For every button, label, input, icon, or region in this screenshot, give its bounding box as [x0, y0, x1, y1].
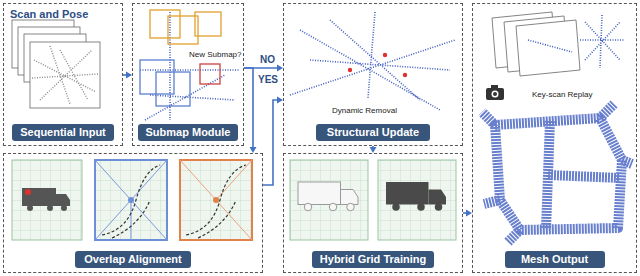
step-note: Key-scan Replay [531, 90, 593, 100]
stage-label: Structural Update [316, 124, 430, 141]
key-frames [492, 12, 580, 76]
branch-label: NO [259, 54, 276, 66]
key-cloud [528, 15, 625, 68]
step-note: New Submap? [188, 50, 242, 60]
scan-cloud [32, 46, 98, 104]
arrow-line [263, 100, 278, 185]
stage-panel: Hybrid Grid Training [283, 153, 463, 273]
submap-cloud [140, 12, 240, 120]
flow-arrow [263, 97, 283, 186]
stage-panel: Overlap Alignment [3, 153, 263, 273]
mesh-map [482, 104, 632, 242]
dynamic-points [348, 53, 407, 77]
flow-arrow [123, 72, 132, 79]
stage-label: Overlap Alignment [75, 251, 191, 268]
stage-panel: New Submap? Submap Module [132, 3, 244, 146]
camera-icon [486, 85, 504, 100]
input-heading: Scan and Pose [10, 8, 88, 21]
flow-arrow [463, 210, 472, 217]
overlap-grids [12, 160, 252, 240]
flow-arrow [244, 68, 257, 153]
scan-frames [12, 20, 100, 108]
stage-label: Submap Module [138, 124, 239, 141]
branch-label: YES [257, 74, 279, 86]
arrow-line [244, 68, 253, 148]
hybrid-grids [290, 160, 456, 240]
stage-panel: Dynamic RemovalStructural Update [283, 3, 463, 146]
stage-panel: Key-scan ReplayMesh Output [472, 3, 637, 273]
stage-panel: Scan and PoseSequential Input [3, 3, 123, 146]
flow-arrow [370, 146, 377, 153]
step-note: Dynamic Removal [331, 106, 398, 116]
stage-label: Sequential Input [12, 124, 114, 141]
stage-label: Hybrid Grid Training [312, 251, 434, 268]
stage-label: Mesh Output [505, 251, 605, 268]
structure-cloud [290, 12, 455, 110]
